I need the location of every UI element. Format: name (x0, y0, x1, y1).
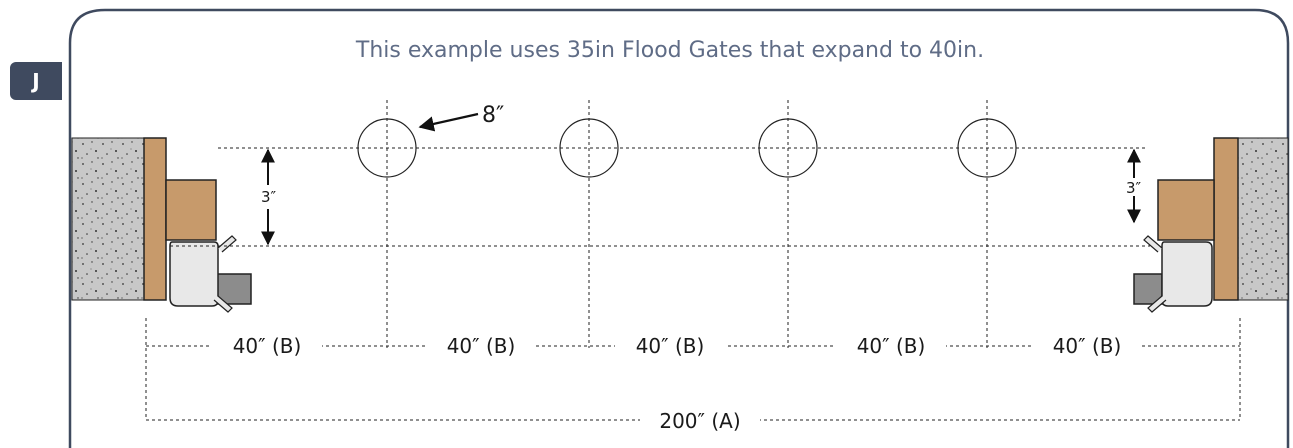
left-gate-flap-bottom (213, 295, 233, 313)
right-wood-block (1157, 179, 1215, 241)
left-concrete (71, 137, 145, 301)
segment-label-bg-5 (1032, 330, 1142, 360)
total-label-bg (640, 404, 760, 434)
diagram-caption: This example uses 35in Flood Gates that … (355, 38, 985, 63)
left-wood-post (143, 137, 167, 301)
hole-1 (357, 118, 417, 178)
step-badge: J (10, 62, 62, 100)
right-wall (1133, 137, 1289, 313)
left-gate-flap-top (217, 235, 237, 253)
left-wood-block (165, 179, 217, 241)
right-gate-flap-bottom (1147, 295, 1167, 313)
hole-3 (758, 118, 818, 178)
segment-label-3: 40″ (B) (636, 334, 705, 358)
segment-label-bg-4 (836, 330, 946, 360)
right-gate-seal (1161, 241, 1213, 307)
diagram-frame (68, 8, 1290, 448)
segment-label-1: 40″ (B) (233, 334, 302, 358)
segment-label-2: 40″ (B) (447, 334, 516, 358)
diameter-arrow (418, 112, 479, 132)
hole-4 (957, 118, 1017, 178)
right-gate-flap-top (1143, 235, 1163, 253)
segment-label-bg-3 (615, 330, 725, 360)
segment-label-5: 40″ (B) (1053, 334, 1122, 358)
step-badge-letter: J (32, 69, 40, 93)
total-label: 200″ (A) (659, 409, 740, 433)
diameter-label: 8″ (482, 103, 504, 128)
segment-label-bg-2 (426, 330, 536, 360)
segment-label-bg-1 (212, 330, 322, 360)
right-offset-label: 3″ (1126, 179, 1142, 197)
right-wood-post (1213, 137, 1239, 301)
segment-label-4: 40″ (B) (857, 334, 926, 358)
left-gate-seal (169, 241, 219, 307)
left-wall (71, 137, 252, 313)
right-concrete (1237, 137, 1289, 301)
hole-2 (559, 118, 619, 178)
left-offset-label: 3″ (261, 188, 277, 206)
